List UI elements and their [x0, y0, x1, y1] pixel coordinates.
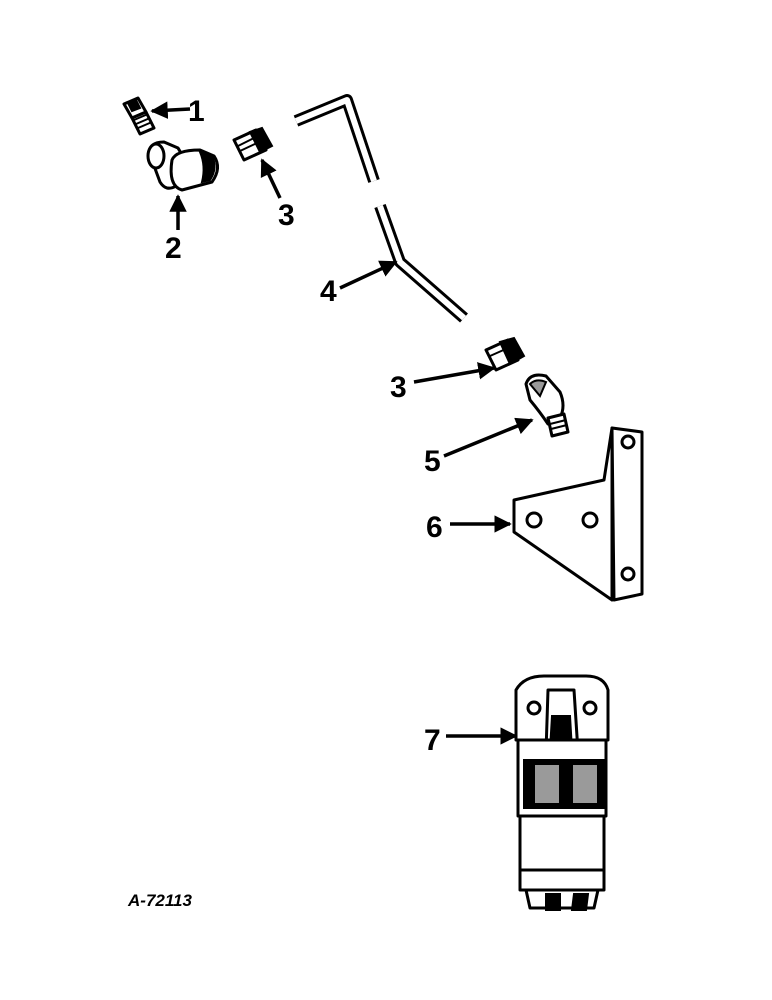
leader-line-1: [150, 101, 191, 119]
part-6-bracket: [512, 426, 644, 602]
callout-2: 2: [165, 232, 182, 265]
callout-6: 6: [426, 511, 443, 544]
leader-line-3a: [260, 158, 282, 199]
callout-5: 5: [424, 445, 441, 478]
leader-line-3b: [413, 362, 496, 384]
part-3-fitting-upper: [232, 126, 274, 162]
callout-3-lower: 3: [390, 371, 407, 404]
callout-1: 1: [188, 95, 205, 128]
callout-labels: 1 2 3 4 3 5 6 7: [165, 95, 443, 757]
callout-4: 4: [320, 275, 337, 308]
part-1-fitting: [122, 96, 156, 136]
callout-7: 7: [424, 724, 441, 757]
callout-3-upper: 3: [278, 199, 295, 232]
part-7-filter: [514, 674, 610, 911]
leader-line-4: [339, 260, 398, 290]
part-3-fitting-lower: [484, 336, 526, 372]
drawing-reference: A-72113: [127, 891, 192, 910]
part-4-tube: [293, 94, 468, 323]
leader-line-5: [443, 417, 534, 458]
part-2-elbow: [146, 140, 219, 192]
part-5-elbow: [524, 373, 570, 438]
leader-lines: [150, 101, 534, 745]
